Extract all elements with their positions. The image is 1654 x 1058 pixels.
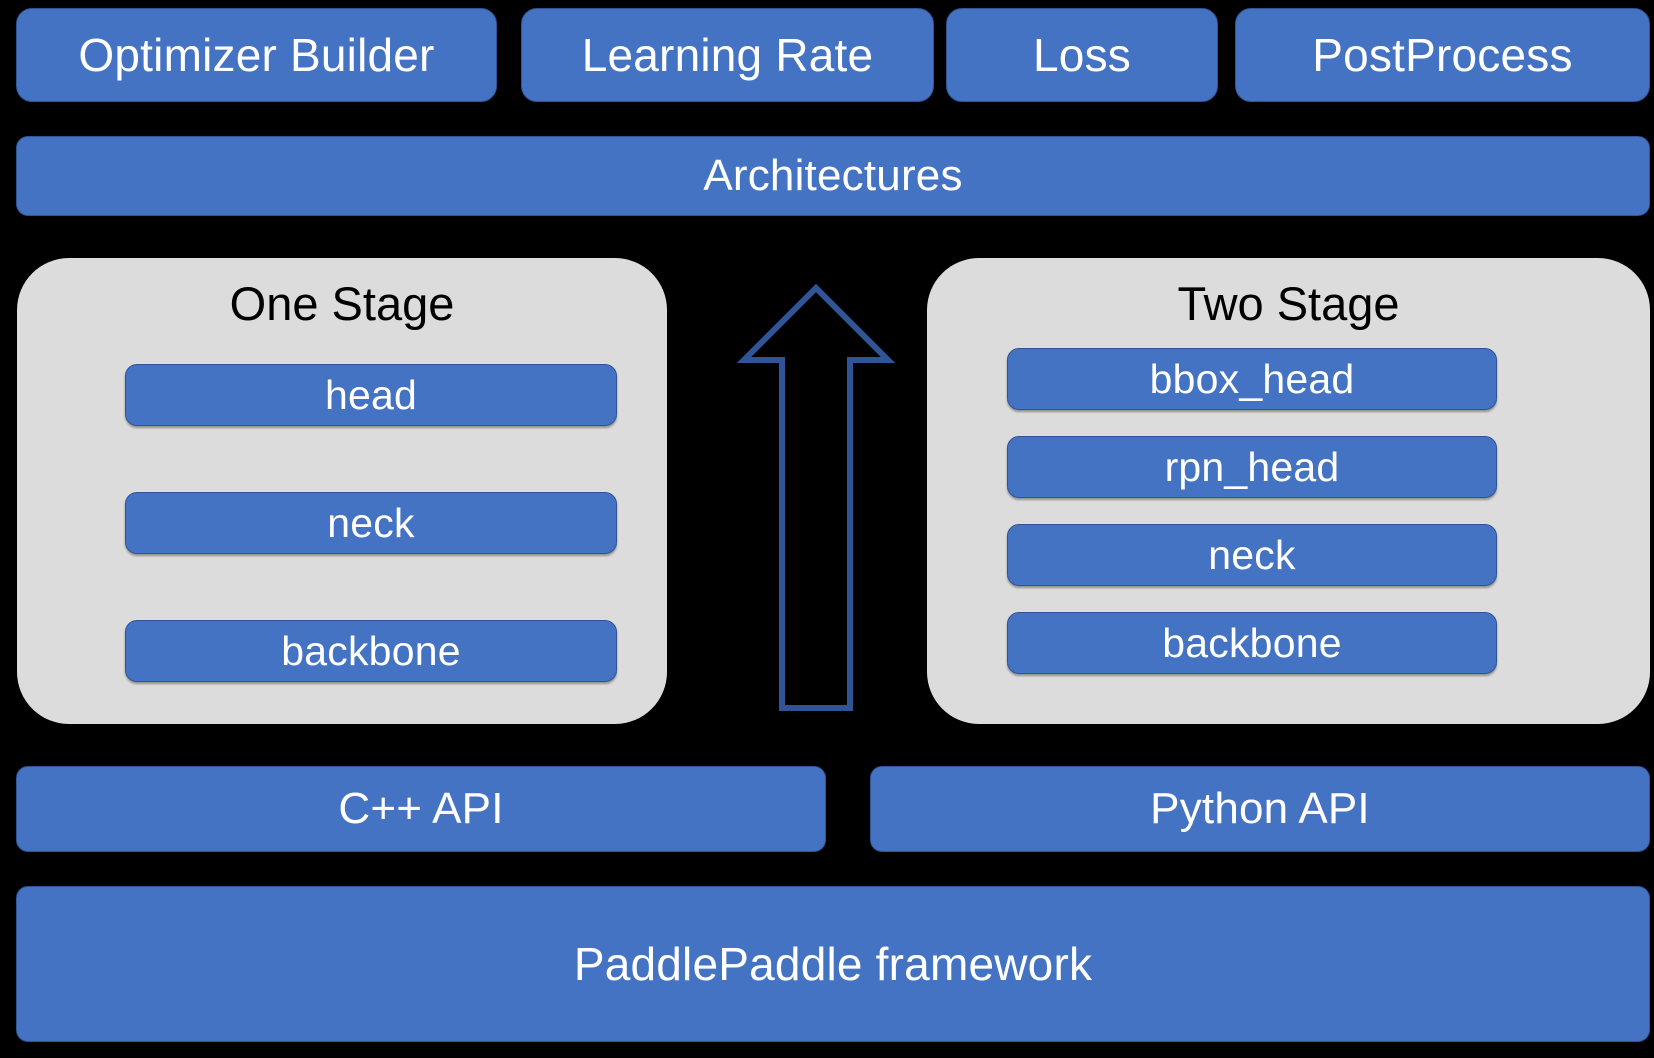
one-stage-panel: One Stage head neck backbone [17,258,667,724]
api-label: C++ API [338,784,504,833]
stage-item-label: rpn_head [1164,443,1340,490]
stage-item-label: neck [327,499,415,546]
two-stage-item-rpn-head[interactable]: rpn_head [1007,436,1497,498]
module-label: Optimizer Builder [78,29,435,81]
two-stage-panel: Two Stage bbox_head rpn_head neck backbo… [927,258,1650,724]
cpp-api-box[interactable]: C++ API [16,766,826,852]
module-box-loss[interactable]: Loss [946,8,1218,102]
python-api-box[interactable]: Python API [870,766,1650,852]
framework-bar[interactable]: PaddlePaddle framework [16,886,1650,1042]
upward-flow-arrow [736,282,896,714]
framework-label: PaddlePaddle framework [573,938,1093,990]
api-label: Python API [1150,784,1370,833]
two-stage-item-bbox-head[interactable]: bbox_head [1007,348,1497,410]
stage-item-label: backbone [1162,619,1342,666]
two-stage-item-backbone[interactable]: backbone [1007,612,1497,674]
architectures-bar[interactable]: Architectures [16,136,1650,216]
one-stage-title: One Stage [229,277,455,330]
module-box-postprocess[interactable]: PostProcess [1235,8,1650,102]
one-stage-item-backbone[interactable]: backbone [125,620,617,682]
two-stage-item-neck[interactable]: neck [1007,524,1497,586]
stage-item-label: bbox_head [1149,355,1355,402]
architectures-label: Architectures [703,151,963,200]
one-stage-item-head[interactable]: head [125,364,617,426]
one-stage-item-neck[interactable]: neck [125,492,617,554]
stage-item-label: neck [1208,531,1296,578]
module-box-learning-rate[interactable]: Learning Rate [521,8,934,102]
module-label: Loss [1033,29,1131,81]
module-box-optimizer-builder[interactable]: Optimizer Builder [16,8,497,102]
stage-item-label: backbone [281,627,461,674]
module-label: Learning Rate [581,29,874,81]
upward-flow-arrow-icon [736,283,896,711]
stage-item-label: head [324,371,417,418]
module-label: PostProcess [1312,29,1573,81]
two-stage-title: Two Stage [1177,277,1400,330]
